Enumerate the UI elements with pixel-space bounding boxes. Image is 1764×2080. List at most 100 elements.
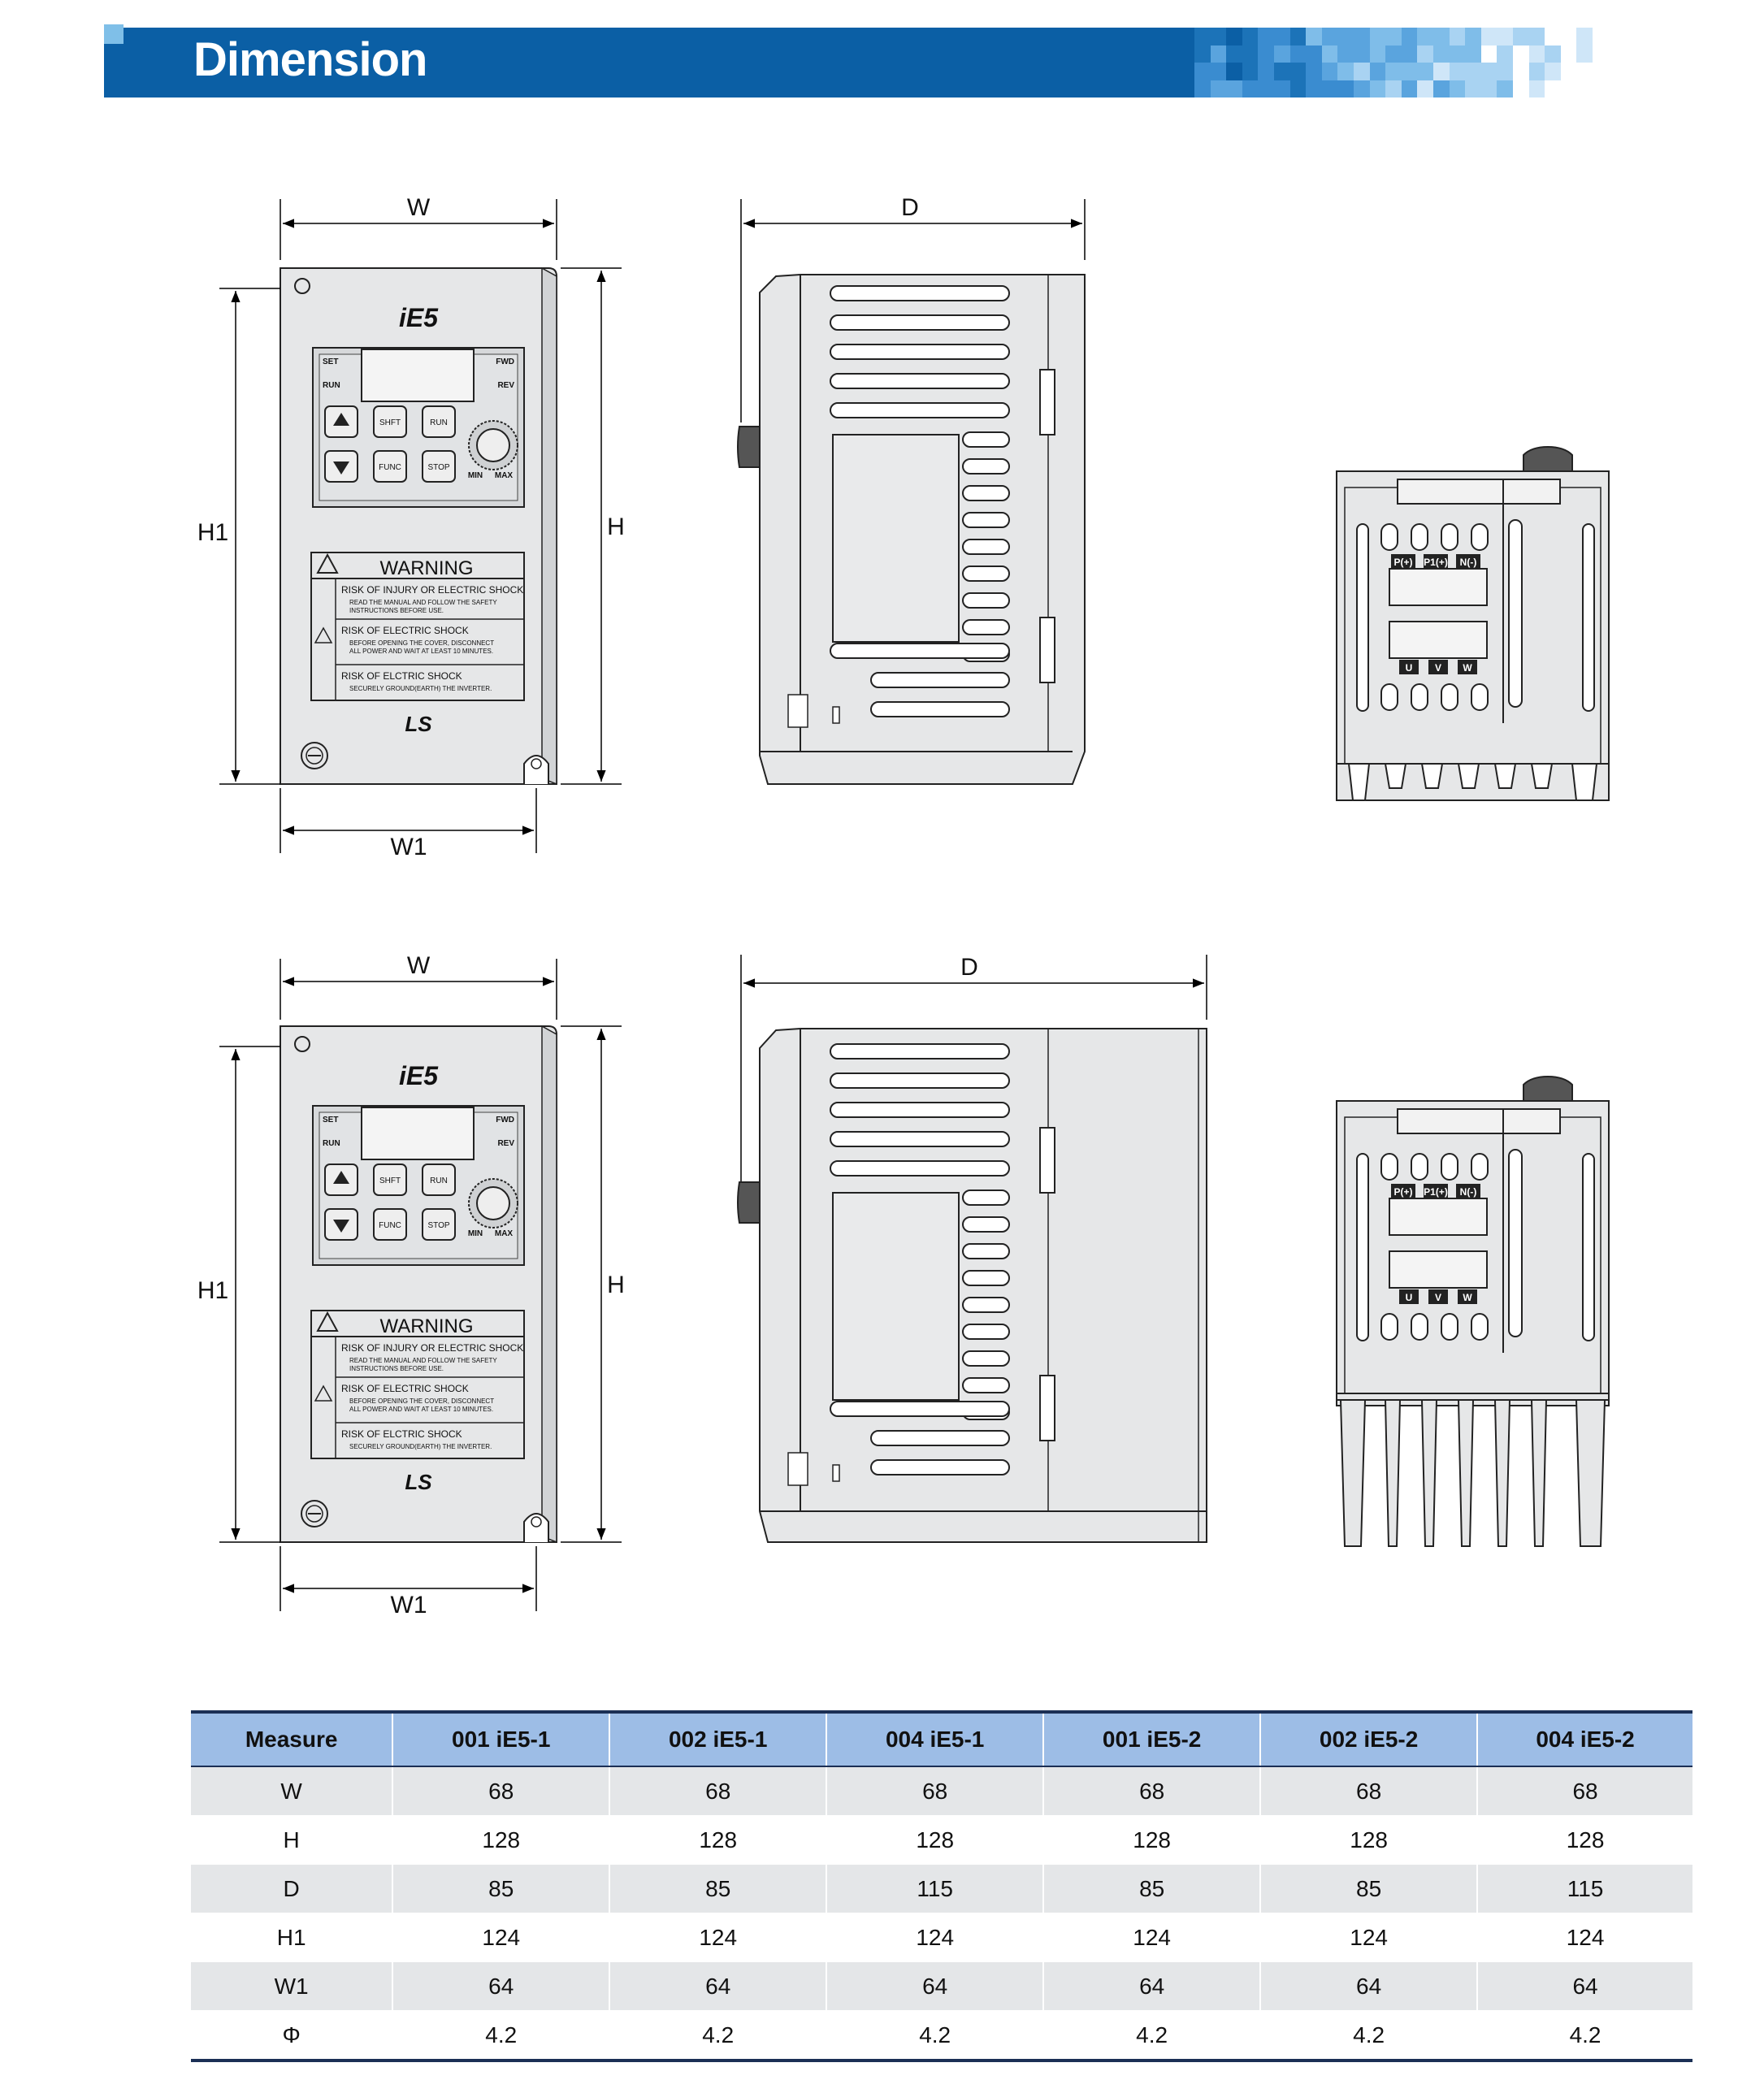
vent-slot xyxy=(870,1459,1010,1476)
terminal-n: N(-) xyxy=(1460,557,1477,568)
mosaic-tile xyxy=(1258,45,1274,63)
mosaic-tile xyxy=(1528,45,1545,63)
mosaic-tile xyxy=(1194,80,1211,98)
vent-slot xyxy=(830,344,1010,360)
warning-1-title: RISK OF INJURY OR ELECTRIC SHOCK xyxy=(341,1342,523,1354)
mosaic-tile xyxy=(1465,63,1481,80)
mosaic-tile xyxy=(1258,28,1274,46)
table-cell: 124 xyxy=(1260,1913,1479,1962)
mosaic-tile xyxy=(1321,45,1338,63)
mosaic-tile xyxy=(1545,28,1561,46)
run-label: RUN xyxy=(323,1139,340,1148)
vent-slot xyxy=(962,1270,1010,1286)
mosaic-tile xyxy=(1242,63,1259,80)
dim-label-h1: H1 xyxy=(197,1277,228,1304)
table-header-cell: Measure xyxy=(191,1710,394,1767)
dim-label-w: W xyxy=(407,194,431,221)
dimension-table: Measure 001 iE5-1 002 iE5-1 004 iE5-1 00… xyxy=(191,1710,1692,2062)
table-cell: 115 xyxy=(826,1864,1045,1913)
mosaic-tile xyxy=(1321,63,1338,80)
mosaic-tile xyxy=(1354,80,1370,98)
mosaic-tile xyxy=(1258,80,1274,98)
mosaic-tile xyxy=(1465,28,1481,46)
mosaic-tile xyxy=(1417,28,1433,46)
mosaic-tile xyxy=(1274,45,1290,63)
vent-slot xyxy=(962,1216,1010,1233)
mosaic-tile xyxy=(1385,45,1402,63)
vent-slot xyxy=(870,1430,1010,1446)
warning-2-text: ALL POWER AND WAIT AT LEAST 10 MINUTES. xyxy=(349,1406,493,1413)
dim-label-h: H xyxy=(607,1272,625,1298)
mosaic-tile xyxy=(1417,63,1433,80)
table-cell: Φ xyxy=(191,2010,394,2062)
table-cell: 128 xyxy=(1477,1815,1692,1865)
table-header-row: Measure 001 iE5-1 002 iE5-1 004 iE5-1 00… xyxy=(191,1710,1692,1767)
dim-label-w: W xyxy=(407,952,431,979)
table-cell: 124 xyxy=(392,1913,611,1962)
table-cell: 64 xyxy=(1260,1961,1479,2011)
mosaic-tile xyxy=(1226,80,1242,98)
mosaic-tile xyxy=(1433,63,1450,80)
warning-2-text: ALL POWER AND WAIT AT LEAST 10 MINUTES. xyxy=(349,648,493,655)
warning-1-text: READ THE MANUAL AND FOLLOW THE SAFETY xyxy=(349,599,497,606)
table-cell: 64 xyxy=(392,1961,611,2011)
table-cell: D xyxy=(191,1864,394,1913)
min-label: MIN xyxy=(468,1229,483,1238)
func-button-label: FUNC xyxy=(379,1221,401,1230)
vent-slot xyxy=(830,402,1010,418)
mosaic-tile xyxy=(1306,45,1322,63)
mosaic-tile xyxy=(1417,80,1433,98)
mosaic-tile xyxy=(1258,63,1274,80)
vent-slot xyxy=(830,1401,1010,1417)
mosaic-tile xyxy=(1480,45,1497,63)
model-name: iE5 xyxy=(399,303,439,332)
terminal-u: U xyxy=(1406,1292,1413,1303)
mosaic-tile xyxy=(1576,63,1593,80)
mosaic-tile xyxy=(1194,63,1211,80)
warning-1-text: INSTRUCTIONS BEFORE USE. xyxy=(349,607,444,614)
max-label: MAX xyxy=(495,1229,514,1238)
run-button-label: RUN xyxy=(430,1176,448,1185)
terminal-p1: P1(+) xyxy=(1424,557,1448,568)
mosaic-tile xyxy=(1497,80,1513,98)
table-cell: 4.2 xyxy=(609,2010,828,2062)
mosaic-tile xyxy=(1289,63,1307,80)
table-header-cell: 001 iE5-2 xyxy=(1043,1710,1262,1767)
vent-slot xyxy=(830,285,1010,301)
vent-slot xyxy=(830,1131,1010,1147)
vent-slot xyxy=(962,1377,1010,1393)
table-cell: 128 xyxy=(1260,1815,1479,1865)
mosaic-tile xyxy=(1449,80,1466,98)
table-cell: 85 xyxy=(609,1864,828,1913)
warning-1-title: RISK OF INJURY OR ELECTRIC SHOCK xyxy=(341,584,523,596)
mosaic-tile xyxy=(1274,28,1290,46)
max-label: MAX xyxy=(495,471,514,480)
dim-label-d: D xyxy=(901,194,919,221)
table-cell: 128 xyxy=(609,1815,828,1865)
mosaic-tile xyxy=(1401,63,1418,80)
mosaic-tile xyxy=(1194,28,1211,46)
table-cell: 68 xyxy=(1477,1766,1692,1816)
mosaic-tile xyxy=(1242,45,1259,63)
vent-slot xyxy=(962,619,1010,635)
mosaic-tile xyxy=(1560,63,1577,80)
table-cell: 4.2 xyxy=(1260,2010,1479,2062)
mosaic-tile xyxy=(1449,28,1466,46)
stop-button-label: STOP xyxy=(427,1221,449,1230)
page-title: Dimension xyxy=(193,33,427,86)
table-cell: 4.2 xyxy=(392,2010,611,2062)
mosaic-tile xyxy=(1576,45,1593,63)
mosaic-tile xyxy=(1289,28,1307,46)
model-name: iE5 xyxy=(399,1061,439,1090)
warning-2-text: BEFORE OPENING THE COVER, DISCONNECT xyxy=(349,1398,494,1405)
mosaic-tile xyxy=(1274,63,1290,80)
top-view-2 xyxy=(1336,1076,1610,1547)
mosaic-tile xyxy=(1210,45,1227,63)
mosaic-tile xyxy=(1226,45,1242,63)
vent-slot xyxy=(962,1350,1010,1367)
side-view-2 xyxy=(737,955,1207,1543)
mosaic-tile xyxy=(1306,28,1322,46)
table-cell: W xyxy=(191,1766,394,1816)
table-cell: 64 xyxy=(609,1961,828,2011)
